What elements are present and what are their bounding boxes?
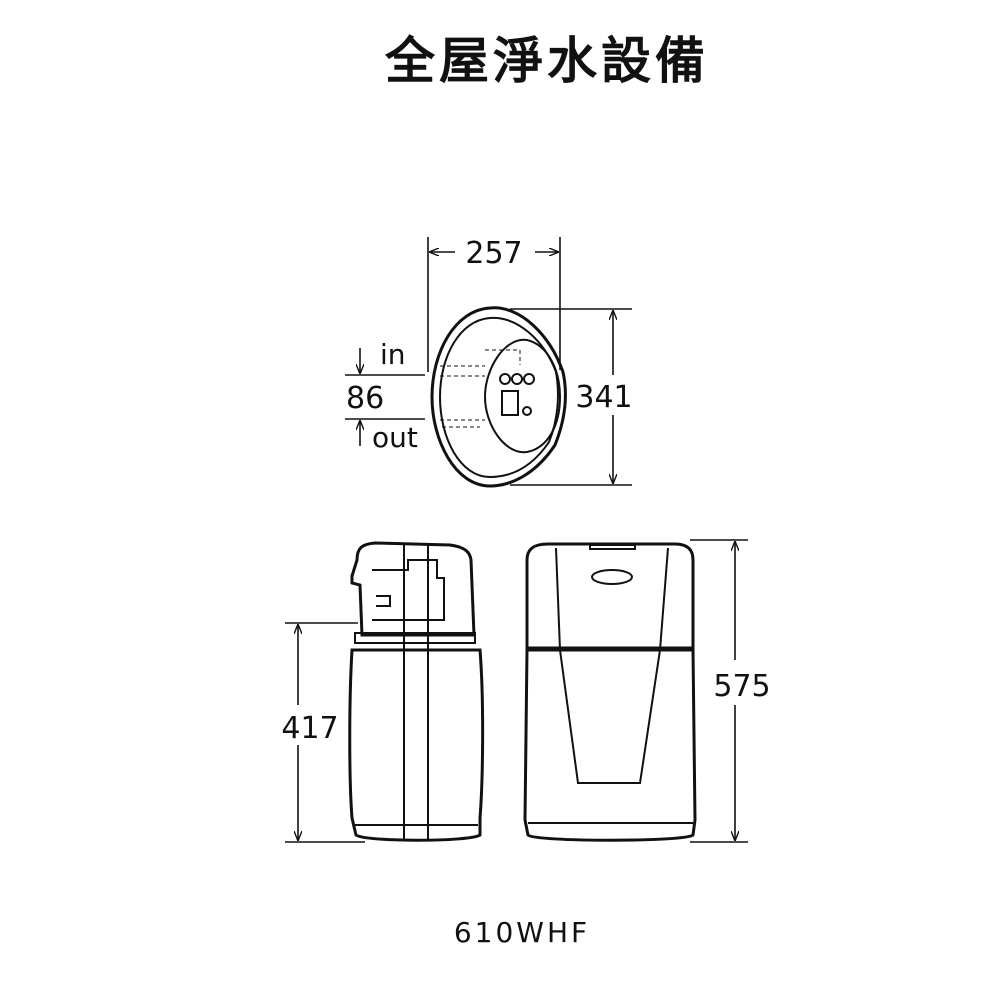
outlet-label: out	[372, 421, 418, 454]
front-panel	[555, 547, 669, 784]
width-dimension: 257	[465, 236, 522, 271]
model-number: 610WHF	[454, 916, 590, 949]
port-spacing-dimension: 86	[346, 381, 384, 416]
hidden-plumbing-lines	[440, 349, 521, 428]
top-display-strip	[589, 544, 636, 550]
top-view: 257 341 in 86 out	[345, 236, 633, 488]
side-cap	[350, 541, 476, 637]
unit-inner-rim	[438, 316, 559, 479]
front-body	[523, 648, 697, 842]
button-icon	[523, 373, 535, 385]
side-view: 417	[281, 541, 485, 843]
depth-dimension: 341	[575, 380, 632, 415]
inlet-label: in	[380, 338, 406, 371]
side-internal-valve	[372, 559, 445, 621]
side-body	[348, 648, 485, 842]
brand-logo-badge	[591, 569, 633, 585]
page-title: 全屋淨水設備	[384, 32, 709, 90]
total-height-dimension: 575	[713, 669, 770, 704]
port-height-dimension: 417	[281, 711, 338, 746]
front-view: 575	[523, 539, 771, 843]
display-screen-icon	[501, 390, 519, 416]
front-cap	[525, 542, 695, 650]
button-icon	[522, 406, 532, 416]
control-head-outline	[483, 338, 562, 454]
button-icon	[511, 373, 523, 385]
button-icon	[499, 373, 511, 385]
unit-outline-top	[430, 306, 567, 488]
side-cap-base	[354, 632, 476, 644]
